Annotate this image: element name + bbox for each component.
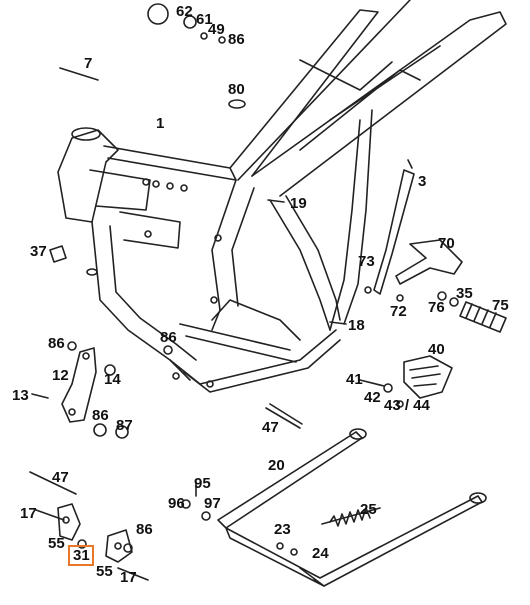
spring-part-25 [321,507,381,527]
footpeg-rubber-part-75 [459,301,507,333]
bracket-part-31-group [57,503,133,563]
label-part-73: 73 [358,253,375,270]
label-part-3: 3 [418,173,427,190]
label-part-86-left: 86 [48,335,65,352]
label-part-17-bottom: 17 [120,569,137,586]
label-part-47-right: 47 [262,419,279,436]
label-part-86-lower: 86 [92,407,109,424]
label-part-7: 7 [84,55,93,72]
label-part-24: 24 [312,545,329,562]
side-stand-part-20 [217,428,487,587]
label-part-87: 87 [116,417,133,434]
label-part-97: 97 [204,495,221,512]
label-part-61: 61 [196,11,213,28]
label-part-86-center: 86 [160,329,177,346]
label-part-31: 31 [73,547,90,564]
label-part-20: 20 [268,457,285,474]
label-part-49: 49 [208,21,225,38]
label-part-37: 37 [30,243,47,260]
label-part-19: 19 [290,195,307,212]
label-part-62: 62 [176,3,193,20]
label-part-75: 75 [492,297,509,314]
label-part-72: 72 [390,303,407,320]
bolts [29,67,385,581]
label-part-96: 96 [168,495,185,512]
highlight-box-part-31[interactable] [68,545,94,566]
label-part-12: 12 [52,367,69,384]
bracket-part-70 [395,239,463,285]
plate-part-12 [61,347,97,423]
label-part-86-bottom: 86 [136,521,153,538]
label-part-1: 1 [156,115,165,132]
label-part-23: 23 [274,521,291,538]
label-part-70: 70 [438,235,455,252]
label-part-18: 18 [348,317,365,334]
label-part-95: 95 [194,475,211,492]
label-part-55-bottom: 55 [96,563,113,580]
label-part-80: 80 [228,81,245,98]
label-part-40: 40 [428,341,445,358]
small-parts [49,3,459,556]
label-part-25: 25 [360,501,377,518]
label-part-42: 42 [364,389,381,406]
label-part-43-44: 43 / 44 [384,397,430,414]
label-part-86-top: 86 [228,31,245,48]
rear-subframe-part-3 [373,159,415,295]
frame-part-1 [57,0,507,393]
footpeg-part-40 [403,355,453,399]
label-part-55-top: 55 [48,535,65,552]
label-part-35: 35 [456,285,473,302]
label-part-14: 14 [104,371,121,388]
label-part-13: 13 [12,387,29,404]
label-part-17-top: 17 [20,505,37,522]
label-part-76: 76 [428,299,445,316]
label-part-41: 41 [346,371,363,388]
label-part-47-left: 47 [52,469,69,486]
